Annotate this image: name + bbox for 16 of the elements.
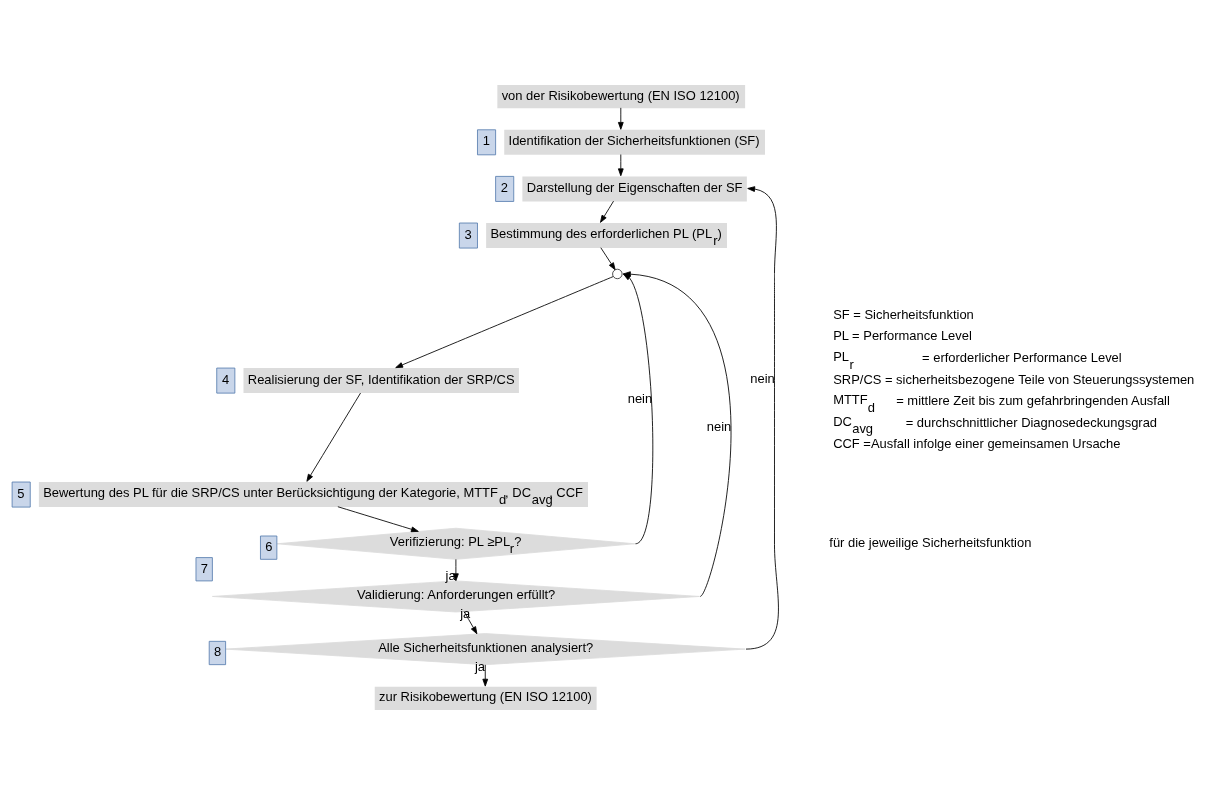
node-label: 2 xyxy=(500,179,508,195)
edge-label: ja xyxy=(445,567,456,583)
node-label: 1 xyxy=(482,132,490,148)
node-label: 3 xyxy=(464,226,472,242)
node-label: 7 xyxy=(200,560,208,576)
node-label: 5 xyxy=(17,485,25,501)
label: SRP/CS = sicherheitsbezogene Teile von Steuerungssystemen xyxy=(833,371,1195,387)
label: PL = Performance Level xyxy=(833,327,972,343)
label: SF = Sicherheitsfunktion xyxy=(833,306,974,322)
node-label: 6 xyxy=(265,538,273,554)
label: für die jeweilige Sicherheitsfunktion xyxy=(829,534,1032,550)
node-label: 4 xyxy=(221,371,230,387)
edge-label: nein xyxy=(750,370,775,386)
label: CCF =Ausfall infolge einer gemeinsamen Ursache xyxy=(833,435,1121,451)
node-label: 8 xyxy=(213,643,222,659)
edge-label: nein xyxy=(706,418,732,434)
